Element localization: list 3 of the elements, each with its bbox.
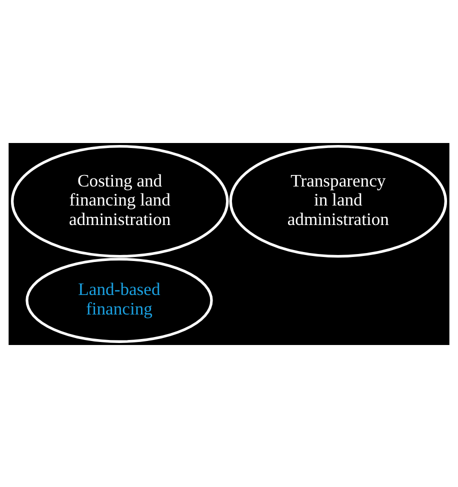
node-ellipse: Transparency in land administration [229, 144, 448, 258]
node-ellipse: Land-based financing [26, 257, 213, 342]
node-ellipse: Costing and financing land administration [10, 144, 229, 258]
